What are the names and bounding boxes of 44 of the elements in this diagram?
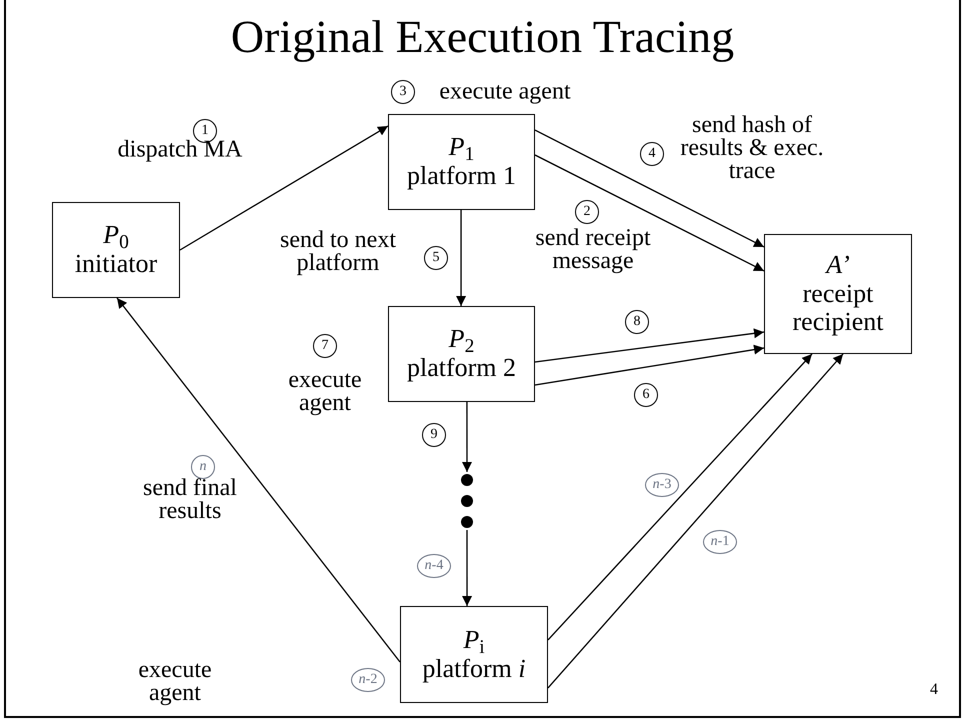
title: Original Execution Tracing [230, 14, 736, 60]
step-note: execute agent [137, 659, 213, 705]
callout-number: n-4 [417, 554, 451, 578]
step-note: execute agent [287, 369, 363, 415]
arrow [534, 344, 764, 386]
process-box [388, 114, 535, 210]
callout-number: 9 [422, 423, 446, 447]
node-label: initiator [74, 250, 158, 279]
callout-number: 4 [640, 142, 664, 166]
arrow [116, 298, 401, 662]
node-label: platform 2 [406, 354, 516, 383]
process-box [388, 306, 535, 402]
callout-number: n-2 [351, 668, 385, 692]
node-label: platform 1 [406, 162, 516, 191]
callout-number: n [191, 455, 215, 479]
node-symbol: P$_{1}$ [448, 133, 474, 162]
callout-number: 5 [424, 246, 448, 270]
callout-number: 8 [625, 310, 649, 334]
node-symbol: P$_{2}$ [448, 325, 474, 354]
step-note: execute agent [438, 80, 572, 104]
arrow [534, 328, 764, 363]
node-label: receipt recipient [792, 280, 884, 337]
node-symbol: P$_{i}$ [463, 626, 485, 654]
arrow [456, 210, 466, 306]
callout-number: 2 [575, 200, 599, 224]
process-box [400, 606, 548, 703]
arrow [534, 154, 764, 272]
node-label: platform i [422, 654, 526, 684]
callout-number: n-1 [703, 530, 737, 554]
page-number: 4 [929, 680, 939, 700]
arrow [548, 354, 812, 640]
arrow [534, 129, 764, 248]
arrow [462, 530, 472, 606]
arrow [180, 125, 388, 251]
process-box [764, 234, 912, 354]
node-symbol: A’ [826, 251, 850, 280]
arrow [548, 354, 844, 688]
callout-number: 6 [634, 383, 658, 407]
callout-number: 7 [313, 334, 337, 358]
process-box [52, 202, 180, 298]
node-symbol: P$_{0}$ [103, 221, 129, 250]
arrow [462, 402, 472, 472]
callout-number: n-3 [645, 473, 679, 497]
callout-number: 3 [391, 80, 415, 104]
